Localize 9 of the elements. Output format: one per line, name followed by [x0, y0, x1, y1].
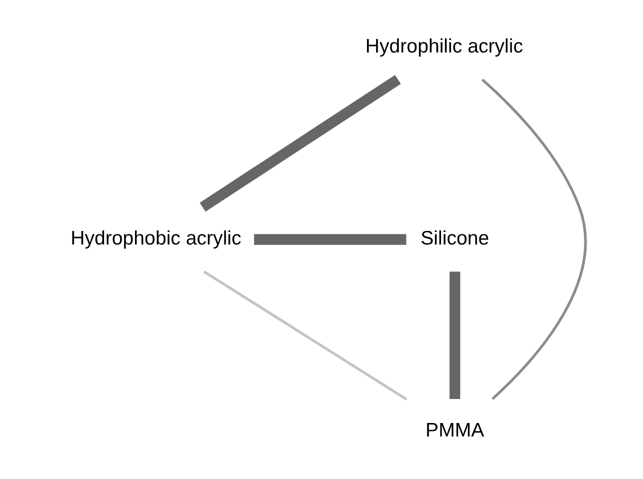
node-text: Silicone: [420, 227, 489, 250]
connector: [199, 74, 400, 212]
connector: [449, 272, 460, 400]
node-text: Hydrophilic acrylic: [364, 35, 523, 58]
node-text: PMMA: [425, 420, 484, 442]
connector: [480, 78, 586, 400]
connector: [202, 270, 407, 400]
connector: [254, 234, 406, 245]
node-text: Hydrophobic acrylic: [70, 227, 241, 250]
